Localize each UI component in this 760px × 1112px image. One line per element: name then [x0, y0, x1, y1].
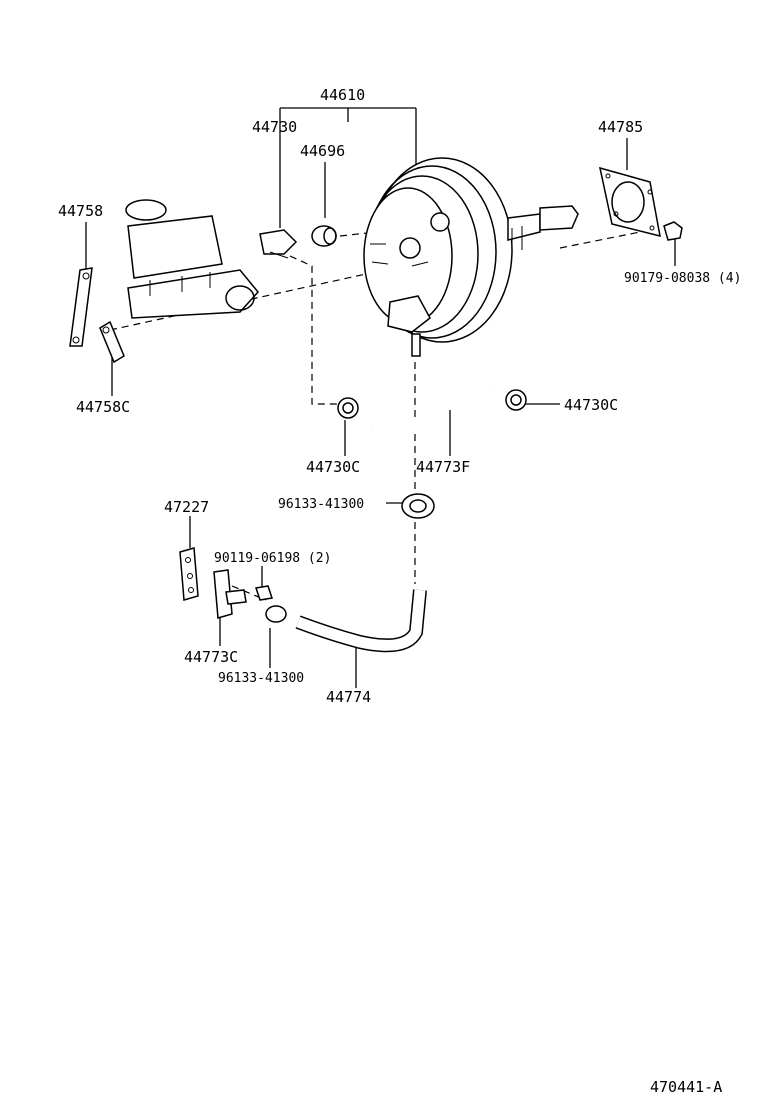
- master-cylinder[interactable]: [125, 199, 259, 319]
- label-47227: 47227: [164, 498, 209, 516]
- figure-code: 470441-A: [650, 1078, 722, 1096]
- label-44785: 44785: [598, 118, 643, 136]
- hose-44774[interactable]: [295, 589, 427, 653]
- label-44773f: 44773F: [416, 458, 470, 476]
- label-96133-bottom: 96133-41300: [218, 671, 304, 686]
- label-90119: 90119-06198 (2): [214, 551, 331, 566]
- clamp-96133-top[interactable]: [401, 493, 435, 519]
- part-labels: 44610 44730 44696 44785 44758 90179-0803…: [58, 86, 741, 706]
- hose-44773f[interactable]: [369, 371, 496, 438]
- grommet-44696[interactable]: [311, 225, 337, 247]
- nut-90179[interactable]: [663, 221, 683, 241]
- label-44758c: 44758C: [76, 398, 130, 416]
- bracket-47227[interactable]: [179, 547, 199, 601]
- label-44730c-right: 44730C: [564, 396, 618, 414]
- brake-booster[interactable]: [363, 157, 579, 357]
- booster-gasket[interactable]: [599, 166, 661, 238]
- clamp-44730c-right[interactable]: [505, 389, 527, 411]
- bracket-44758c[interactable]: [99, 320, 125, 364]
- union-44730[interactable]: [259, 229, 298, 259]
- label-44610: 44610: [320, 86, 365, 104]
- label-96133-top: 96133-41300: [278, 497, 364, 512]
- pipe-44773c[interactable]: [213, 569, 247, 619]
- clamp-96133-bottom[interactable]: [265, 605, 287, 623]
- label-44773c: 44773C: [184, 648, 238, 666]
- label-90179: 90179-08038 (4): [624, 271, 741, 286]
- label-44774: 44774: [326, 688, 371, 706]
- label-44696: 44696: [300, 142, 345, 160]
- label-44730c-left: 44730C: [306, 458, 360, 476]
- bolt-90119[interactable]: [255, 585, 273, 601]
- clamp-44730c-left[interactable]: [337, 397, 359, 419]
- bracket-44758[interactable]: [69, 267, 93, 347]
- label-44758: 44758: [58, 202, 103, 220]
- label-44730: 44730: [252, 118, 297, 136]
